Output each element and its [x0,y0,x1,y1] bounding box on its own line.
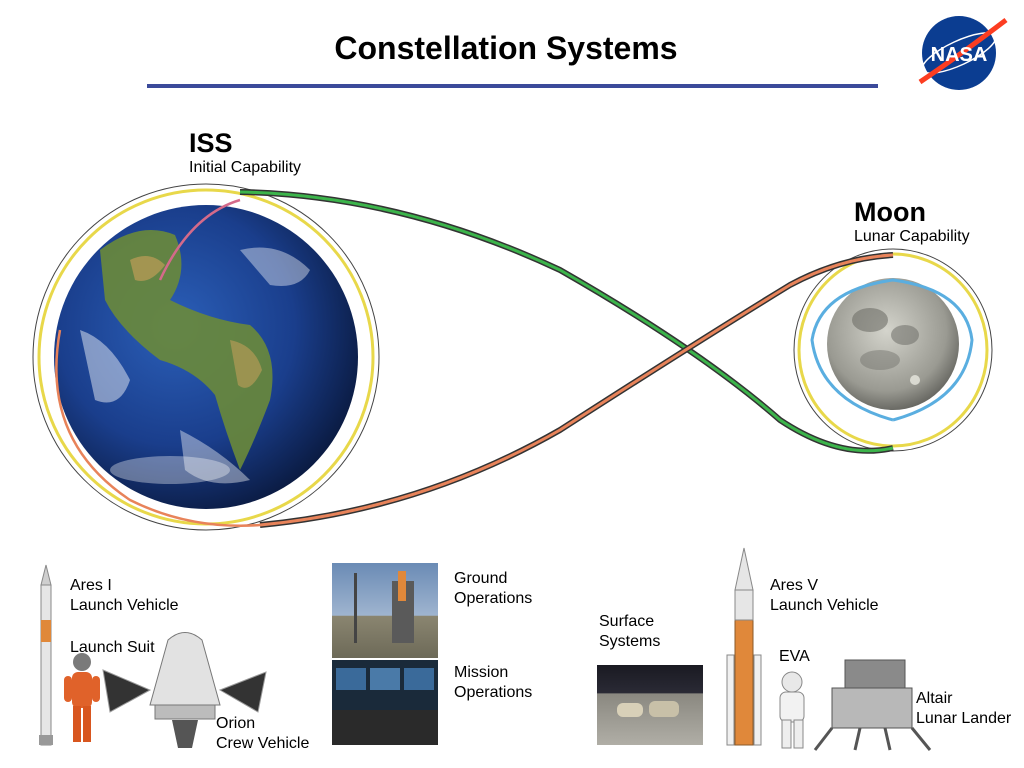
moon-subtitle: Lunar Capability [854,228,970,245]
eva-suit-image [779,671,805,749]
ares-v-rocket-image [726,547,762,746]
launch-suit-label: Launch Suit [70,639,155,656]
ares-i-rocket-image [39,564,53,746]
mission-operations-photo [332,660,438,745]
eva-label: EVA [779,648,810,665]
title-underline [147,84,878,88]
launch-suit-image [64,653,100,742]
iss-subtitle: Initial Capability [189,159,302,176]
moon-heading: Moon [854,197,926,227]
ground-operations-photo [332,563,438,658]
earth-image [54,205,358,509]
moon-destination-label: Moon Lunar Capability [854,197,970,247]
moon-image [827,278,959,410]
trajectory-paths [32,183,993,531]
altair-lander-image [813,659,932,751]
iss-heading: ISS [189,128,233,158]
surface-systems-photo [597,665,703,745]
iss-destination-label: ISS Initial Capability [189,128,301,178]
page-title: Constellation Systems [334,30,678,66]
